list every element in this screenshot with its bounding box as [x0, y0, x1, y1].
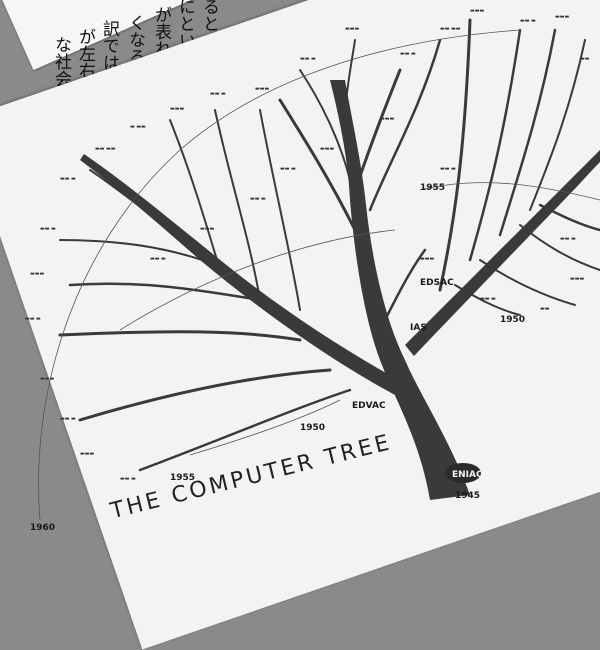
svg-text:▬▬ ▬: ▬▬ ▬: [250, 196, 266, 202]
svg-text:▬▬ ▬: ▬▬ ▬: [520, 18, 536, 24]
tree-branch: [540, 205, 600, 230]
svg-text:▬▬▬: ▬▬▬: [380, 116, 394, 122]
svg-text:▬ ▬▬: ▬ ▬▬: [130, 124, 146, 130]
svg-text:▬▬▬: ▬▬▬: [80, 451, 94, 457]
svg-text:▬▬ ▬: ▬▬ ▬: [300, 56, 316, 62]
year-label-1950: 1950: [300, 423, 325, 433]
svg-text:▬▬ ▬: ▬▬ ▬: [480, 296, 496, 302]
tree-branch: [352, 70, 400, 200]
svg-text:▬▬ ▬: ▬▬ ▬: [210, 91, 226, 97]
svg-text:▬▬▬: ▬▬▬: [30, 271, 44, 277]
node-edsac: EDSAC: [420, 278, 454, 288]
tree-branch: [405, 150, 600, 356]
svg-text:▬▬▬: ▬▬▬: [570, 276, 584, 282]
svg-text:▬▬▬: ▬▬▬: [255, 86, 269, 92]
tree-branch: [470, 30, 520, 260]
year-label-1950-right: 1950: [500, 315, 525, 325]
svg-text:▬▬▬: ▬▬▬: [345, 26, 359, 32]
tree-branch: [380, 250, 425, 330]
node-ias: IAS: [410, 323, 427, 333]
svg-text:▬▬ ▬: ▬▬ ▬: [40, 226, 56, 232]
tree-branch: [90, 170, 190, 245]
eniac-root-badge: ENIAC: [445, 463, 483, 483]
year-label-1955-right: 1955: [420, 183, 445, 193]
svg-text:▬▬ ▬▬: ▬▬ ▬▬: [95, 146, 116, 152]
svg-text:▬▬ ▬: ▬▬ ▬: [60, 416, 76, 422]
svg-text:▬▬: ▬▬: [580, 56, 590, 62]
tree-branch: [440, 20, 470, 290]
year-label-1960: 1960: [30, 523, 55, 533]
svg-text:▬▬▬: ▬▬▬: [555, 14, 569, 20]
tree-branch: [60, 332, 300, 340]
svg-text:▬▬ ▬: ▬▬ ▬: [440, 166, 456, 172]
svg-text:▬▬▬: ▬▬▬: [420, 256, 434, 262]
svg-text:▬▬ ▬: ▬▬ ▬: [560, 236, 576, 242]
tree-branch: [80, 370, 330, 420]
root-label: ENIAC: [452, 470, 483, 480]
tree-branch: [260, 110, 300, 310]
node-edvac: EDVAC: [352, 401, 386, 411]
svg-text:▬▬▬: ▬▬▬: [470, 8, 484, 14]
svg-text:▬▬ ▬: ▬▬ ▬: [25, 316, 41, 322]
root-year: 1945: [455, 491, 480, 501]
tree-branch: [345, 40, 355, 110]
svg-text:▬▬ ▬: ▬▬ ▬: [120, 476, 136, 482]
tree-branch: [70, 284, 260, 300]
svg-text:▬▬: ▬▬: [540, 306, 550, 312]
svg-text:▬▬▬: ▬▬▬: [170, 106, 184, 112]
svg-text:▬▬▬: ▬▬▬: [200, 226, 214, 232]
svg-text:▬▬▬: ▬▬▬: [40, 376, 54, 382]
year-ring: [120, 230, 395, 330]
svg-text:▬▬ ▬: ▬▬ ▬: [400, 51, 416, 57]
svg-text:▬▬ ▬▬: ▬▬ ▬▬: [440, 26, 461, 32]
svg-text:▬▬ ▬: ▬▬ ▬: [60, 176, 76, 182]
svg-text:▬▬ ▬: ▬▬ ▬: [280, 166, 296, 172]
svg-text:▬▬▬: ▬▬▬: [320, 146, 334, 152]
svg-text:▬▬ ▬: ▬▬ ▬: [150, 256, 166, 262]
